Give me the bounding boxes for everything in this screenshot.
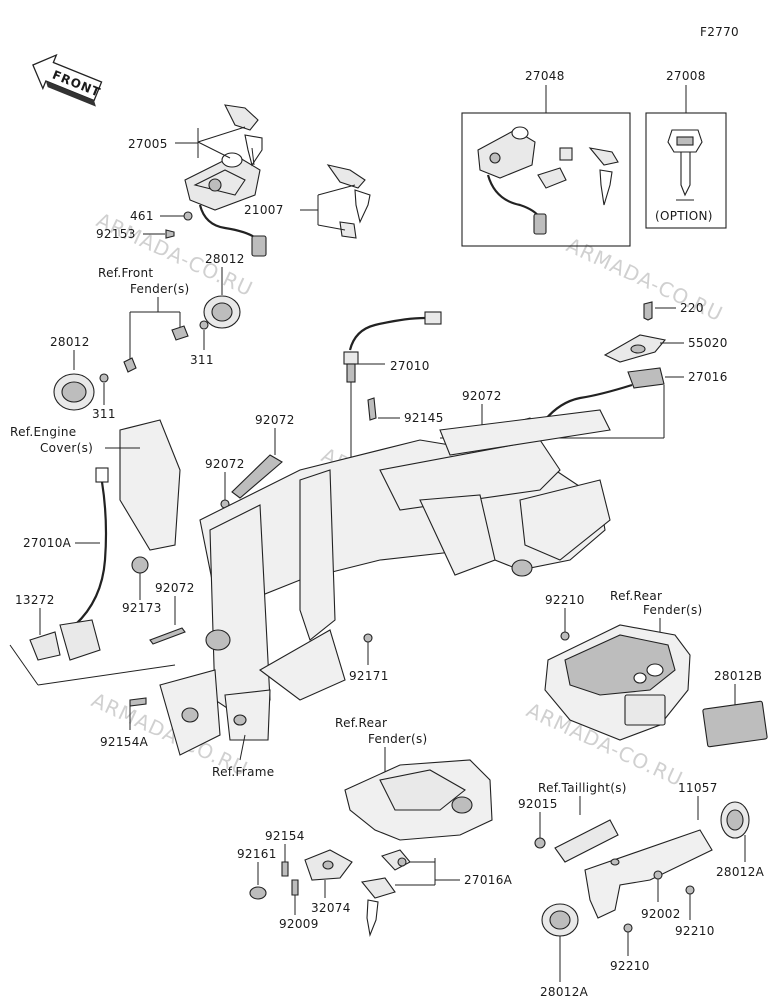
- option-note: (OPTION): [655, 209, 713, 223]
- label-27010: 27010: [390, 359, 430, 373]
- label-461: 461: [130, 209, 154, 223]
- screw-92009-icon: [291, 879, 299, 896]
- ref-front-fender-2: Fender(s): [130, 282, 189, 296]
- ref-rear-fender2-2: Fender(s): [368, 732, 427, 746]
- lower-rear-fender: [344, 759, 493, 841]
- ref-rear-fender-1: Ref.Rear: [610, 589, 662, 603]
- nut-92015-icon: [534, 837, 546, 849]
- label-92072-b: 92072: [255, 413, 295, 427]
- label-92171: 92171: [349, 669, 389, 683]
- nut-92210-c-icon: [623, 923, 633, 933]
- sensor-27010: [343, 311, 442, 500]
- nut-311-a-icon: [99, 373, 109, 383]
- kit-27048-parts: [477, 126, 619, 235]
- clamp-92072-d-icon: [149, 627, 186, 645]
- label-27016A: 27016A: [464, 873, 513, 887]
- front-arrow-icon: FRONT: [32, 53, 103, 107]
- nut-92210-b-icon: [685, 885, 695, 895]
- label-21007: 21007: [244, 203, 284, 217]
- screw-92153-icon: [165, 229, 175, 239]
- label-28012A-bottom: 28012A: [540, 985, 589, 999]
- label-27010A: 27010A: [23, 536, 72, 550]
- screw-220-icon: [643, 301, 653, 321]
- bracket-13272-icon: [29, 631, 61, 661]
- washer-92161-icon: [249, 886, 267, 900]
- label-27016: 27016: [688, 370, 728, 384]
- bolt-92154A-icon: [129, 697, 147, 707]
- label-28012A-right: 28012A: [716, 865, 765, 879]
- label-92153: 92153: [96, 227, 136, 241]
- label-28012-left: 28012: [50, 335, 90, 349]
- sensor-27010A: [59, 467, 109, 661]
- label-27048: 27048: [525, 69, 565, 83]
- ref-engine-cover-2: Cover(s): [40, 441, 93, 455]
- label-220: 220: [680, 301, 704, 315]
- bolt-right-icon: [171, 325, 189, 341]
- grommet-92173-icon: [131, 556, 149, 574]
- label-92072-d: 92072: [155, 581, 195, 595]
- label-92154A: 92154A: [100, 735, 149, 749]
- key-set-21007: [326, 164, 371, 239]
- nut-92210-a-icon: [560, 631, 570, 641]
- label-92145: 92145: [404, 411, 444, 425]
- label-92154: 92154: [265, 829, 305, 843]
- label-92072-a: 92072: [462, 389, 502, 403]
- ref-engine-cover-1: Ref.Engine: [10, 425, 76, 439]
- ref-rear-fender2-1: Ref.Rear: [335, 716, 387, 730]
- clamp-92072-b-icon: [231, 454, 283, 499]
- figure-code: F2770: [700, 25, 739, 39]
- screw-92002-icon: [653, 870, 663, 880]
- label-92173: 92173: [122, 601, 162, 615]
- label-13272: 13272: [15, 593, 55, 607]
- label-92161: 92161: [237, 847, 277, 861]
- reflector-28012B-icon: [702, 700, 768, 748]
- label-92210-a: 92210: [545, 593, 585, 607]
- label-11057: 11057: [678, 781, 718, 795]
- label-92072-c: 92072: [205, 457, 245, 471]
- label-28012-top: 28012: [205, 252, 245, 266]
- bolt-92154-icon: [281, 861, 289, 877]
- taillight-bracket-11057: [554, 819, 713, 919]
- ignition-switch-27005: [184, 104, 267, 257]
- label-27005: 27005: [128, 137, 168, 151]
- rear-fender-assembly: [544, 624, 691, 741]
- label-55020: 55020: [688, 336, 728, 350]
- ref-taillight: Ref.Taillight(s): [538, 781, 627, 795]
- main-frame: [119, 409, 611, 756]
- nut-461-icon: [183, 211, 193, 221]
- screw-92171-icon: [363, 633, 373, 643]
- bolt-left-icon: [123, 357, 137, 373]
- ref-front-fender-1: Ref.Front: [98, 266, 153, 280]
- clamp-92145-icon: [367, 397, 377, 421]
- label-92210-b: 92210: [675, 924, 715, 938]
- label-28012B: 28012B: [714, 669, 762, 683]
- label-92002: 92002: [641, 907, 681, 921]
- nut-311-b-icon: [199, 320, 209, 330]
- label-27008: 27008: [666, 69, 706, 83]
- label-92210-c: 92210: [610, 959, 650, 973]
- label-92009: 92009: [279, 917, 319, 931]
- label-311-b: 311: [190, 353, 214, 367]
- key-27008-icon: [667, 129, 703, 201]
- ref-frame: Ref.Frame: [212, 765, 274, 779]
- label-92015: 92015: [518, 797, 558, 811]
- lock-set-27016A: [360, 849, 411, 937]
- label-32074: 32074: [311, 901, 351, 915]
- ref-rear-fender-2: Fender(s): [643, 603, 702, 617]
- label-311-a: 311: [92, 407, 116, 421]
